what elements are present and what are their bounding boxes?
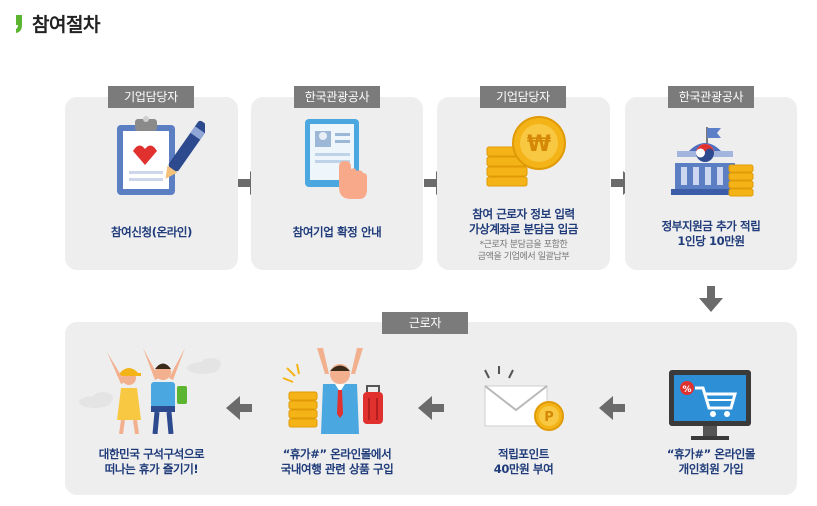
step-label-line: 참여기업 확정 안내 [292, 225, 382, 239]
leaf-bullet-icon [16, 14, 22, 33]
step-label-line: 1인당 10만원 [677, 234, 745, 248]
svg-text:%: % [682, 385, 691, 395]
step-card-apply-online: 참여신청(온라인) [65, 97, 238, 270]
role-tag-company: 기업담당자 [480, 86, 566, 108]
step-label-line: 대한민국 구석구석으로 [98, 447, 205, 461]
step-label: “휴가#” 온라인몰에서 국내여행 관련 상품 구입 [251, 447, 423, 477]
step-label: 참여기업 확정 안내 [251, 225, 423, 240]
government-building-icon [671, 127, 754, 197]
clipboard-checklist-icon [117, 116, 205, 195]
step-label-line: 참여신청(온라인) [111, 225, 192, 239]
arrow-right-icon [611, 171, 637, 195]
step-card-confirm-notice: 참여기업 확정 안내 [251, 97, 423, 270]
step-label-line: “휴가#” 온라인몰 [666, 447, 756, 461]
step-card-enjoy-vacation: 대한민국 구석구석으로 떠나는 휴가 즐기기! [65, 322, 238, 495]
step-note-line: 금액을 기업에서 일괄납부 [477, 252, 570, 262]
step-label-line: 국내여행 관련 상품 구입 [280, 462, 394, 476]
step-label: 대한민국 구석구석으로 떠나는 휴가 즐기기! [65, 447, 238, 477]
step-note-line: *근로자 분담금을 포함한 [479, 240, 568, 250]
step-label-line: 40만원 부여 [493, 462, 554, 476]
svg-text:₩: ₩ [527, 132, 551, 157]
step-label-line: 떠나는 휴가 즐기기! [104, 462, 199, 476]
arrow-left-icon [418, 396, 444, 420]
step-card-points-granted: P 적립포인트 40만원 부여 [437, 322, 610, 495]
page-header: 참여절차 [14, 10, 100, 37]
step-label-line: “휴가#” 온라인몰에서 [282, 447, 392, 461]
arrow-down-icon [699, 286, 723, 312]
role-tag-company: 기업담당자 [108, 86, 194, 108]
step-label: 참여신청(온라인) [65, 225, 238, 240]
role-tag-worker: 근로자 [382, 312, 468, 334]
svg-text:P: P [544, 410, 554, 425]
step-card-member-signup: % “휴가#” 온라인몰 개인회원 가입 [625, 322, 797, 495]
step-card-purchase: “휴가#” 온라인몰에서 국내여행 관련 상품 구입 [251, 322, 423, 495]
role-tag-tourism-org: 한국관광공사 [294, 86, 380, 108]
step-label: 참여 근로자 정보 입력 가상계좌로 분담금 입금 [437, 207, 610, 237]
step-label: 정부지원금 추가 적립 1인당 10만원 [625, 219, 797, 249]
step-label: “휴가#” 온라인몰 개인회원 가입 [625, 447, 797, 477]
step-label-line: 개인회원 가입 [678, 462, 744, 476]
happy-travelers-icon [79, 348, 221, 434]
arrow-left-icon [226, 396, 252, 420]
arrow-left-icon [599, 396, 625, 420]
step-note: *근로자 분담금을 포함한 금액을 기업에서 일괄납부 [437, 239, 610, 263]
monitor-shopping-cart-icon: % [669, 370, 751, 440]
cheering-person-luggage-icon [282, 348, 383, 434]
coin-stack-icon: ₩ [486, 116, 566, 187]
step-label: 적립포인트 40만원 부여 [437, 447, 610, 477]
step-label-line: 정부지원금 추가 적립 [661, 219, 761, 233]
page-title: 참여절차 [32, 14, 100, 36]
step-label-line: 적립포인트 [498, 447, 549, 461]
tablet-touch-icon [305, 119, 367, 199]
step-card-deposit: ₩ 참여 근로자 정보 입력 가상계좌로 분담금 입금 *근로자 분담금을 포함… [437, 97, 610, 270]
step-card-gov-subsidy: 정부지원금 추가 적립 1인당 10만원 [625, 97, 797, 270]
step-label-line: 참여 근로자 정보 입력 [472, 207, 575, 221]
envelope-point-icon: P [484, 366, 564, 431]
role-tag-tourism-org: 한국관광공사 [668, 86, 754, 108]
step-label-line: 가상계좌로 분담금 입금 [468, 222, 578, 236]
